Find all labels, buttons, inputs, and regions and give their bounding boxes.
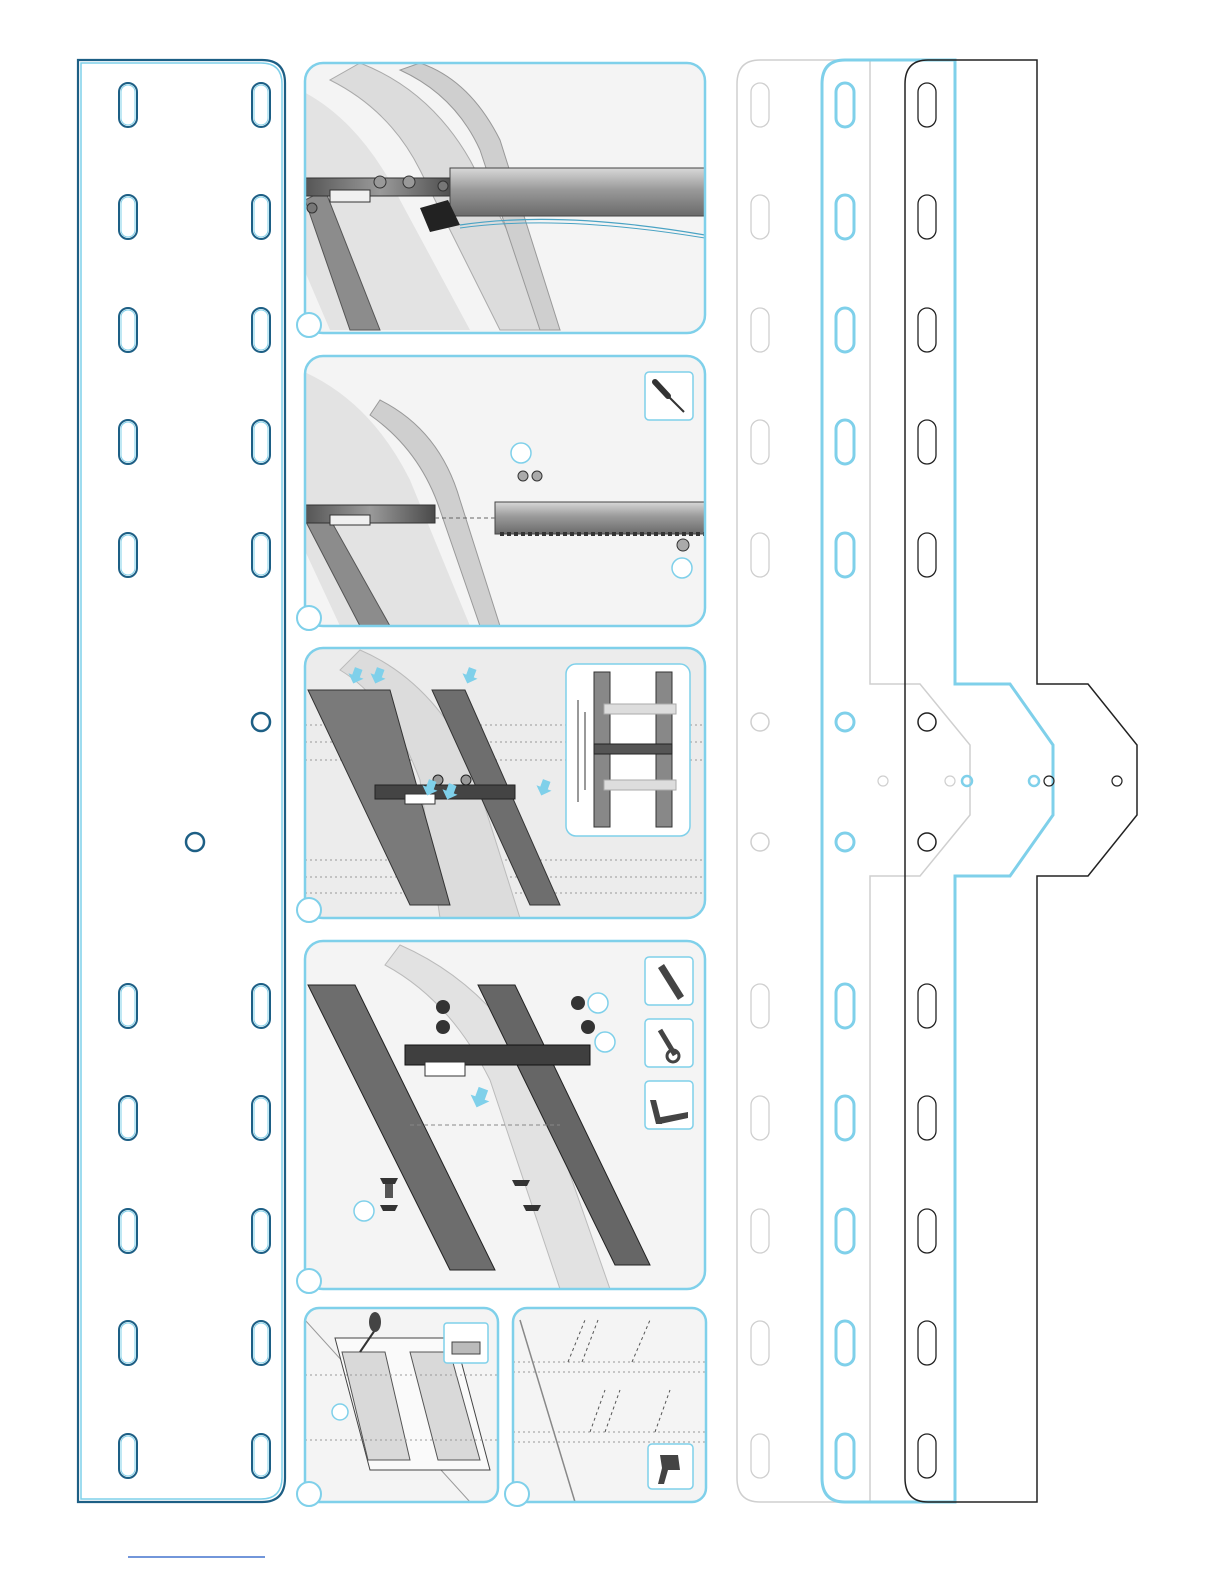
step-2-number-badge bbox=[297, 606, 321, 630]
slot-hole bbox=[751, 195, 769, 239]
slot-hole bbox=[918, 1321, 936, 1365]
left-round-hole bbox=[252, 713, 270, 731]
slot-hole bbox=[751, 1096, 769, 1140]
right-template-blue bbox=[822, 60, 1053, 1502]
slot-hole bbox=[918, 1434, 936, 1478]
slot-hole bbox=[121, 535, 135, 575]
slot-hole bbox=[751, 83, 769, 127]
hex-key-icon bbox=[645, 1081, 693, 1129]
slot-hole bbox=[836, 308, 854, 352]
step-4-panel bbox=[297, 941, 705, 1293]
left-frame-template bbox=[78, 60, 285, 1502]
slot-hole bbox=[836, 1321, 854, 1365]
step-3-detail-inset bbox=[566, 664, 690, 836]
slot-hole bbox=[836, 1434, 854, 1478]
slot-hole bbox=[751, 1209, 769, 1253]
slot-hole bbox=[254, 1436, 268, 1476]
slot-hole bbox=[121, 197, 135, 237]
step-6-panel bbox=[505, 1308, 706, 1506]
step-4-number-badge bbox=[297, 1269, 321, 1293]
slot-hole bbox=[751, 308, 769, 352]
slot-hole bbox=[751, 1321, 769, 1365]
slot-hole bbox=[751, 533, 769, 577]
step-3-panel bbox=[297, 648, 705, 922]
slot-hole bbox=[918, 1096, 936, 1140]
slot-hole bbox=[918, 83, 936, 127]
slot-hole bbox=[751, 420, 769, 464]
slot-hole bbox=[121, 1323, 135, 1363]
left-slot-holes bbox=[119, 83, 270, 1478]
step-6-number-badge bbox=[505, 1482, 529, 1506]
slot-hole bbox=[254, 986, 268, 1026]
step-3-number-badge bbox=[297, 898, 321, 922]
slot-hole bbox=[254, 310, 268, 350]
slot-hole bbox=[918, 308, 936, 352]
slot-hole bbox=[751, 984, 769, 1028]
level-icon bbox=[444, 1323, 488, 1363]
slot-hole bbox=[121, 85, 135, 125]
slot-hole bbox=[254, 197, 268, 237]
step-5-panel bbox=[297, 1308, 498, 1506]
slot-hole bbox=[254, 1323, 268, 1363]
left-round-hole bbox=[186, 833, 204, 851]
slot-hole bbox=[918, 984, 936, 1028]
step-1-panel bbox=[297, 63, 710, 337]
slot-hole bbox=[121, 1211, 135, 1251]
slot-hole bbox=[918, 420, 936, 464]
slot-hole bbox=[836, 1209, 854, 1253]
slot-hole bbox=[121, 986, 135, 1026]
slot-hole bbox=[836, 1096, 854, 1140]
slot-hole bbox=[918, 1209, 936, 1253]
slot-hole bbox=[836, 195, 854, 239]
slot-hole bbox=[836, 420, 854, 464]
slot-hole bbox=[751, 1434, 769, 1478]
screwdriver-icon bbox=[645, 372, 693, 420]
wrench-icon bbox=[645, 1019, 693, 1067]
hex-key-icon bbox=[645, 957, 693, 1005]
drill-icon bbox=[648, 1444, 693, 1489]
slot-hole bbox=[254, 85, 268, 125]
slot-hole bbox=[254, 1098, 268, 1138]
slot-hole bbox=[836, 83, 854, 127]
right-template-light bbox=[737, 60, 970, 1502]
step-2-panel bbox=[297, 356, 705, 630]
slot-hole bbox=[836, 533, 854, 577]
slot-hole bbox=[254, 422, 268, 462]
right-template-black bbox=[905, 60, 1137, 1502]
step-1-number-badge bbox=[297, 313, 321, 337]
slot-hole bbox=[121, 1098, 135, 1138]
step-5-number-badge bbox=[297, 1482, 321, 1506]
slot-hole bbox=[121, 1436, 135, 1476]
slot-hole bbox=[254, 535, 268, 575]
slot-hole bbox=[254, 1211, 268, 1251]
slot-hole bbox=[918, 533, 936, 577]
slot-hole bbox=[121, 310, 135, 350]
slot-hole bbox=[836, 984, 854, 1028]
slot-hole bbox=[918, 195, 936, 239]
slot-hole bbox=[121, 422, 135, 462]
